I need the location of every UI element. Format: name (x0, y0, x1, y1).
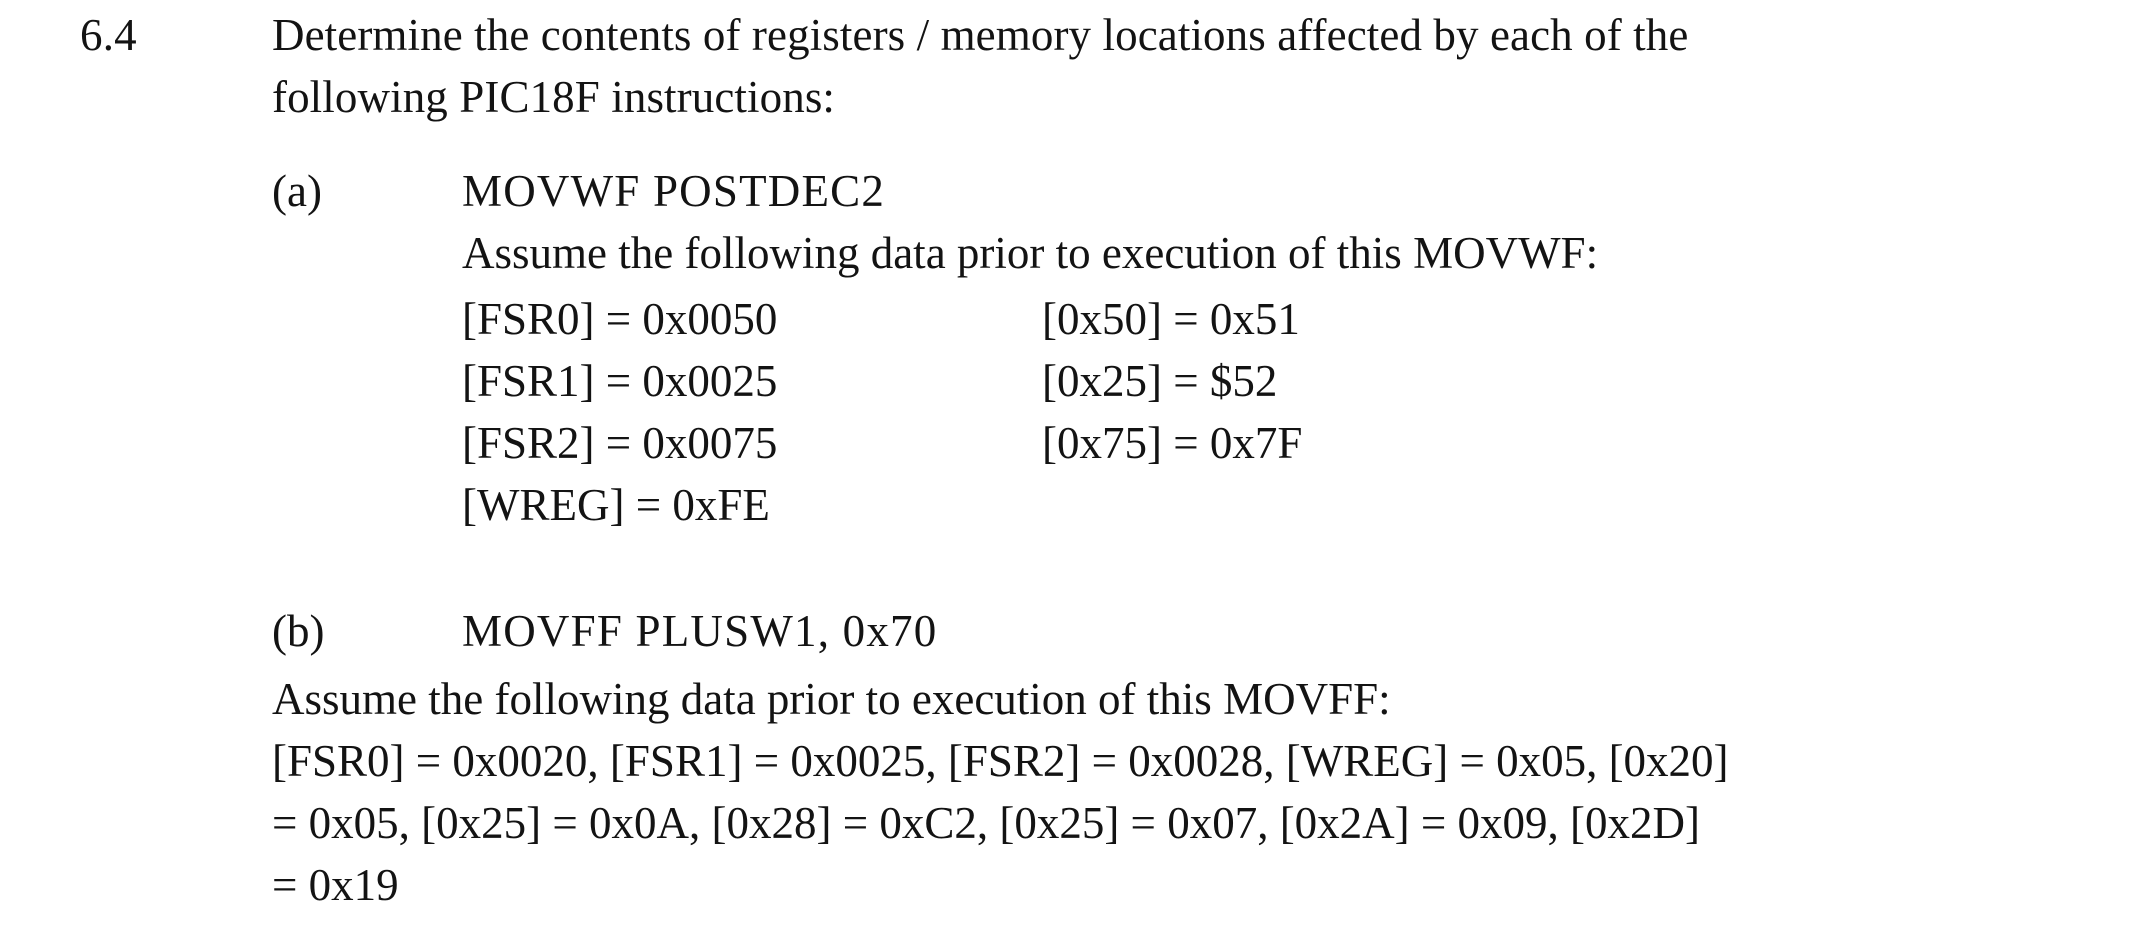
part-b-body: Assume the following data prior to execu… (272, 668, 2072, 916)
register-value-left: [FSR0] = 0x0050 (462, 294, 778, 344)
part-a-instruction: MOVWF POSTDEC2 (462, 166, 886, 216)
register-value-right: [0x50] = 0x51 (1042, 294, 1300, 344)
part-b-data-line-2: = 0x05, [0x25] = 0x0A, [0x28] = 0xC2, [0… (272, 798, 1701, 848)
part-b-label: (b) (272, 606, 325, 656)
problem-statement-line-1: Determine the contents of registers / me… (272, 10, 1689, 60)
register-value-right (1042, 474, 1562, 536)
part-a-label: (a) (272, 166, 322, 216)
problem-statement-line-2: following PIC18F instructions: (272, 72, 836, 122)
part-a-assume-text: Assume the following data prior to execu… (462, 228, 1599, 278)
part-b-data-line-3: = 0x19 (272, 860, 399, 910)
part-b-assume-text: Assume the following data prior to execu… (272, 674, 1391, 724)
register-value-left: [WREG] = 0xFE (462, 480, 770, 530)
problem-number: 6.4 (80, 10, 137, 60)
part-b-data-line-1: [FSR0] = 0x0020, [FSR1] = 0x0025, [FSR2]… (272, 736, 1729, 786)
register-value-right: [0x25] = $52 (1042, 356, 1278, 406)
register-value-left: [FSR1] = 0x0025 (462, 356, 778, 406)
table-row: [WREG] = 0xFE (462, 474, 1562, 536)
part-a-register-table: [FSR0] = 0x0050 [0x50] = 0x51 [FSR1] = 0… (462, 288, 1562, 536)
register-value-right: [0x75] = 0x7F (1042, 418, 1303, 468)
table-row: [FSR1] = 0x0025 [0x25] = $52 (462, 350, 1562, 412)
register-value-left: [FSR2] = 0x0075 (462, 418, 778, 468)
table-row: [FSR2] = 0x0075 [0x75] = 0x7F (462, 412, 1562, 474)
table-row: [FSR0] = 0x0050 [0x50] = 0x51 (462, 288, 1562, 350)
problem-statement: Determine the contents of registers / me… (272, 4, 1972, 128)
part-b-instruction: MOVFF PLUSW1, 0x70 (462, 606, 938, 656)
